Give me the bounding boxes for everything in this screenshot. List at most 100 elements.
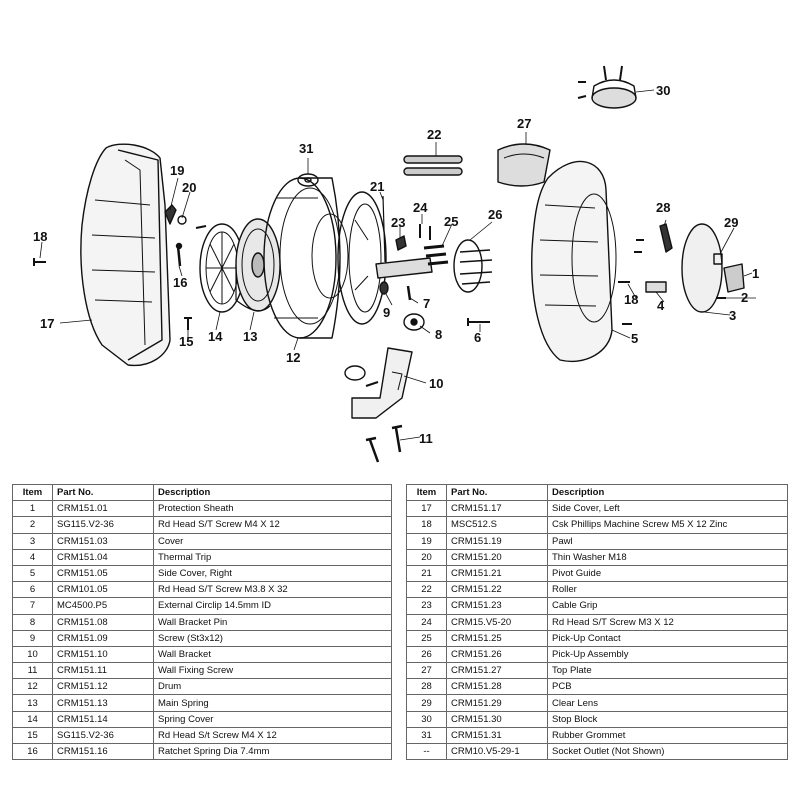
cell-item: 20: [406, 548, 447, 566]
part-16-spring: [175, 242, 183, 267]
cell-description: Thin Washer M18: [547, 548, 788, 566]
cell-part-no: CRM151.28: [446, 678, 548, 696]
callout-17: 17: [40, 316, 54, 331]
callout-25: 25: [444, 214, 458, 229]
leader-lines: [39, 89, 756, 441]
part-9-screw: [379, 281, 389, 295]
cell-item: 29: [406, 694, 447, 712]
cell-description: Rubber Grommet: [547, 726, 788, 745]
callout-8: 8: [435, 327, 442, 342]
cell-description: Pick-Up Contact: [547, 629, 788, 647]
callout-24: 24: [413, 200, 428, 215]
cell-description: External Circlip 14.5mm ID: [153, 597, 392, 615]
part-17-side-cover-left: [80, 143, 171, 367]
cell-description: Pivot Guide: [547, 564, 788, 583]
cell-item: 25: [406, 629, 447, 647]
part-12-drum: [263, 177, 349, 339]
cell-part-no: CRM15.V5-20: [446, 613, 548, 631]
part-4-thermal-trip: [645, 281, 667, 293]
cell-item: 15: [12, 726, 53, 745]
cell-item: 17: [406, 500, 447, 518]
part-3-cover: [681, 223, 723, 313]
cell-description: Side Cover, Right: [153, 564, 392, 583]
cell-part-no: SG115.V2-36: [52, 726, 154, 745]
callout-21: 21: [370, 179, 384, 194]
cell-item: 4: [12, 548, 53, 566]
part-5-side-cover-right: [531, 160, 617, 362]
callout-12: 12: [286, 350, 300, 365]
cell-part-no: MC4500.P5: [52, 597, 154, 615]
callout-13: 13: [243, 329, 257, 344]
cell-item: 7: [12, 597, 53, 615]
callout-19: 19: [170, 163, 184, 178]
cell-part-no: CRM151.11: [52, 662, 154, 680]
cell-description: Protection Sheath: [153, 500, 392, 518]
callout-31: 31: [299, 141, 313, 156]
cell-part-no: CRM151.30: [446, 710, 548, 728]
header-description: Description: [153, 483, 392, 502]
cell-description: Rd Head S/T Screw M3 X 12: [547, 613, 788, 631]
cell-item: 13: [12, 694, 53, 712]
cell-item: 21: [406, 564, 447, 583]
part-18-screw: [33, 258, 46, 266]
callout-9: 9: [383, 305, 390, 320]
callout-23: 23: [391, 215, 405, 230]
cell-item: 1: [12, 500, 53, 518]
cell-description: Side Cover, Left: [547, 500, 788, 518]
part-8-wall-bracket-pin: [403, 313, 425, 331]
part-27-top-plate: [497, 143, 551, 187]
callout-28: 28: [656, 200, 670, 215]
cell-part-no: CRM151.04: [52, 548, 154, 566]
exploded-parts-diagram: 1 2 3 4 5 6 7 8 9 10 11 12 13 14 15 16 1…: [33, 65, 759, 463]
part-21-pivot-guide: [375, 195, 433, 279]
part-7-circlip: [406, 285, 412, 301]
cell-item: 11: [12, 662, 53, 680]
cell-part-no: CRM151.14: [52, 710, 154, 728]
cell-part-no: CRM151.08: [52, 613, 154, 631]
cell-item: 9: [12, 629, 53, 647]
cell-description: Stop Block: [547, 710, 788, 728]
cell-item: 12: [12, 678, 53, 696]
part-15-screw: [184, 317, 192, 330]
cell-item: 8: [12, 613, 53, 631]
header-description: Description: [547, 483, 788, 502]
cell-part-no: CRM151.29: [446, 694, 548, 712]
cell-description: Socket Outlet (Not Shown): [547, 742, 788, 761]
part-11-wall-fixing-screws: [365, 424, 403, 463]
cell-description: Screw (St3x12): [153, 629, 392, 647]
cell-part-no: CRM151.03: [52, 532, 154, 550]
cell-item: 26: [406, 645, 447, 664]
header-item: Item: [12, 483, 53, 502]
cell-description: Cable Grip: [547, 597, 788, 615]
cell-description: PCB: [547, 678, 788, 696]
cell-item: 3: [12, 532, 53, 550]
cell-item: 6: [12, 581, 53, 599]
cell-description: Cover: [153, 532, 392, 550]
part-20-washer: [177, 215, 187, 225]
cell-description: Rd Head S/T Screw M3.8 X 32: [153, 581, 392, 599]
callout-2: 2: [741, 290, 748, 305]
callout-10: 10: [429, 376, 443, 391]
cell-item: 10: [12, 645, 53, 664]
cell-description: Clear Lens: [547, 694, 788, 712]
cell-item: 16: [12, 742, 53, 761]
part-23-cable-grip: [395, 235, 407, 251]
part-22-rollers: [403, 155, 463, 176]
cell-description: Top Plate: [547, 662, 788, 680]
part-1-protection-sheath: [723, 263, 745, 293]
